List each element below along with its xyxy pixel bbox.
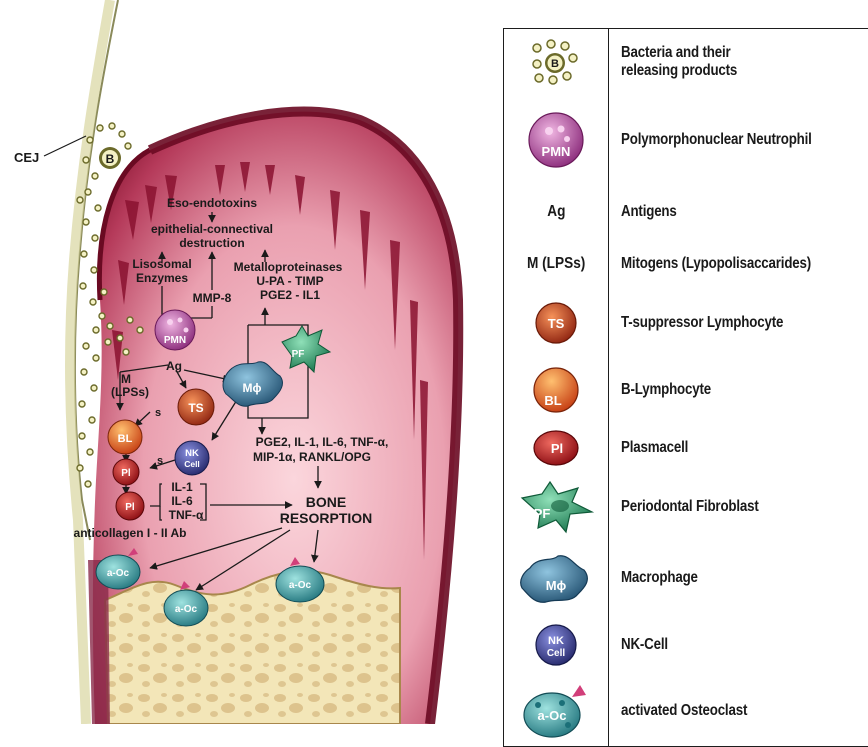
mmp8-label: MMP-8	[193, 291, 232, 305]
metallo-line3: PGE2 - IL1	[260, 288, 320, 302]
aoc-icon: a-Oc	[504, 675, 609, 746]
destruction-line1: epithelial-connectival	[151, 222, 273, 236]
legend-label-pf: Periodontal Fibroblast	[621, 472, 759, 541]
legend-label-ts: T-suppressor Lymphocyte	[621, 288, 783, 357]
nk-cell: NK Cell	[175, 441, 209, 475]
lisosomal-line2: Enzymes	[136, 271, 188, 285]
nk-icon: NK Cell	[504, 614, 609, 675]
svg-text:Mϕ: Mϕ	[243, 381, 262, 395]
svg-text:BL: BL	[544, 393, 561, 408]
nk-icon-line1: NK	[548, 635, 564, 647]
mitogens-abbr: M (LPSs)	[527, 255, 585, 273]
pmn-icon: PMN	[504, 94, 609, 185]
legend-label-mitogens: Mitogens (Lypopolisaccarides)	[621, 239, 811, 288]
bl-cell: BL	[108, 420, 142, 454]
metallo-line2: U-PA - TIMP	[256, 274, 323, 288]
svg-text:a-Oc: a-Oc	[107, 568, 130, 579]
svg-text:B: B	[106, 152, 115, 166]
bone-resorption-line1: BONE	[306, 494, 346, 510]
pl-icon: Pl	[504, 423, 609, 472]
legend-label-mphi: Macrophage	[621, 541, 698, 614]
bacteria-badge: B	[99, 147, 121, 169]
pf-icon: PF	[504, 472, 609, 541]
legend-label-pl: Plasmacell	[621, 423, 688, 472]
legend-row-pl: Pl Plasmacell	[503, 423, 868, 473]
legend-row-antigens: Ag Antigens	[503, 185, 868, 240]
legend-label-bacteria: Bacteria and their releasing products	[621, 29, 737, 94]
ag-label: Ag	[166, 359, 182, 373]
svg-text:Pl: Pl	[121, 468, 131, 479]
svg-text:PMN: PMN	[542, 144, 571, 159]
m-label: M	[121, 372, 131, 386]
tnfa-label: TNF-α	[169, 508, 204, 522]
destruction-line2: destruction	[179, 236, 244, 250]
svg-text:Pl: Pl	[125, 502, 135, 513]
nk-icon-line2: Cell	[547, 648, 566, 659]
svg-text:B: B	[551, 58, 559, 70]
il6-label: IL-6	[171, 494, 193, 508]
alveolar-bone	[105, 571, 400, 724]
svg-text:Mϕ: Mϕ	[546, 578, 567, 593]
legend-row-bl: BL B-Lymphocyte	[503, 357, 868, 424]
svg-text:PMN: PMN	[164, 335, 186, 346]
s-label-1: s	[155, 407, 161, 419]
metallo-line1: Metalloproteinases	[234, 260, 343, 274]
svg-text:TS: TS	[188, 401, 203, 415]
plasmacell-1: Pl	[113, 459, 139, 485]
legend-label-pmn: Polymorphonuclear Neutrophil	[621, 94, 812, 185]
legend-row-ts: TS T-suppressor Lymphocyte	[503, 288, 868, 358]
svg-text:PF: PF	[534, 506, 551, 521]
legend-label-bl: B-Lymphocyte	[621, 357, 711, 423]
legend-row-pf: PF Periodontal Fibroblast	[503, 472, 868, 542]
svg-text:BL: BL	[118, 433, 133, 445]
il1-label: IL-1	[171, 480, 193, 494]
pmn-cell: PMN	[155, 310, 195, 350]
periodontal-pathogenesis-diagram: B CEJ Eso-endotoxins epithelial-connecti…	[0, 0, 490, 724]
mphi-icon: Mϕ	[504, 541, 609, 614]
svg-text:a-Oc: a-Oc	[175, 604, 198, 615]
lpss-label: (LPSs)	[111, 385, 149, 399]
cytokines-line1: PGE2, IL-1, IL-6, TNF-α,	[256, 435, 389, 449]
svg-text:PF: PF	[292, 349, 305, 360]
plasmacell-2: Pl	[116, 492, 144, 520]
anticollagen-label: anticollagen I - II Ab	[74, 526, 187, 540]
legend-table: B Bacteria and their releasing products …	[503, 28, 868, 722]
bl-icon: BL	[504, 357, 609, 423]
bacteria-icon: B	[504, 29, 609, 94]
legend-row-mitogens: M (LPSs) Mitogens (Lypopolisaccarides)	[503, 239, 868, 289]
legend-row-mphi: Mϕ Macrophage	[503, 541, 868, 615]
svg-text:Pl: Pl	[551, 441, 563, 456]
legend-row-pmn: PMN Polymorphonuclear Neutrophil	[503, 94, 868, 186]
legend-row-nk: NK Cell NK-Cell	[503, 614, 868, 676]
ts-icon: TS	[504, 288, 609, 357]
legend-label-aoc: activated Osteoclast	[621, 675, 747, 746]
eso-endotoxins-label: Eso-endotoxins	[167, 196, 257, 210]
svg-text:Cell: Cell	[184, 459, 200, 469]
antigens-abbr: Ag	[547, 203, 565, 221]
bone-resorption-line2: RESORPTION	[280, 510, 373, 526]
svg-text:NK: NK	[185, 448, 199, 459]
ts-cell: TS	[178, 389, 214, 425]
legend-label-nk: NK-Cell	[621, 614, 668, 675]
cej-label: CEJ	[14, 150, 39, 165]
cytokines-line2: MIP-1α, RANKL/OPG	[253, 450, 371, 464]
legend-label-antigens: Antigens	[621, 185, 677, 239]
legend-row-aoc: a-Oc activated Osteoclast	[503, 675, 868, 747]
svg-text:a-Oc: a-Oc	[289, 580, 312, 591]
legend-row-bacteria: B Bacteria and their releasing products	[503, 28, 868, 95]
svg-text:TS: TS	[548, 316, 565, 331]
svg-text:a-Oc: a-Oc	[538, 708, 567, 723]
